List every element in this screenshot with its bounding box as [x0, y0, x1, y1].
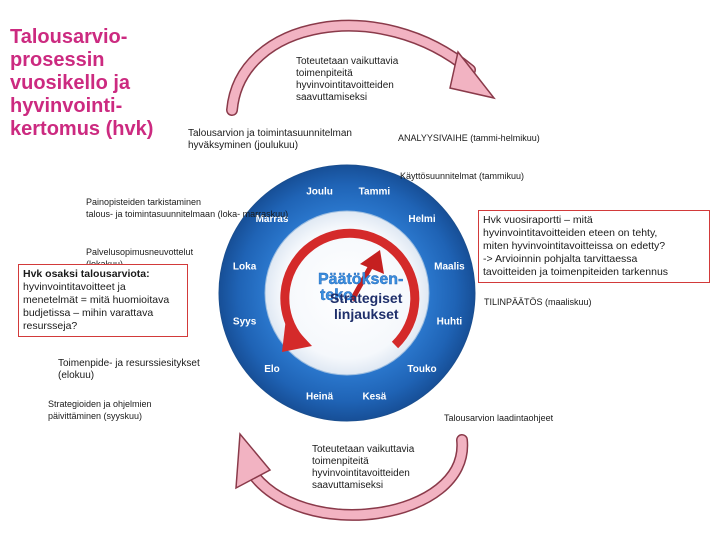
note-line: Strategioiden ja ohjelmien — [48, 398, 218, 410]
note-line: saavuttamiseksi — [296, 92, 446, 104]
note-line: Toteutetaan vaikuttavia — [312, 444, 462, 456]
center-strategy-line: Strategiset — [330, 290, 403, 306]
analysis-phase-note: ANALYYSIVAIHE (tammi-helmikuu) — [398, 132, 598, 144]
month-label: Tammi — [359, 187, 391, 198]
note-line: talous- ja toimintasuunnitelmaan (loka- … — [86, 208, 316, 220]
note-line: toimenpiteitä — [296, 68, 446, 80]
note-line: hyvinvointitavoitteiden — [296, 80, 446, 92]
month-label: Touko — [407, 364, 436, 375]
bottom-note: Toteutetaan vaikuttavia toimenpiteitä hy… — [312, 444, 462, 492]
note-line: Palvelusopimusneuvottelut — [86, 246, 236, 258]
box-line: miten hyvinvointitavoitteissa on edetty? — [483, 240, 705, 253]
note-line: Talousarvion ja toimintasuunnitelman — [188, 128, 398, 140]
usage-plans-note: Käyttösuunnitelmat (tammikuu) — [400, 170, 560, 182]
note-line: toimenpiteitä — [312, 456, 462, 468]
box-heading: Hvk osaksi talousarviota: — [23, 268, 183, 281]
note-line: Toimenpide- ja resurssiesitykset — [58, 358, 248, 370]
box-line: hyvinvointitavoitteet ja — [23, 281, 183, 294]
center-decision-line: Päätöksen- — [318, 271, 403, 288]
note-line: hyväksyminen (joulukuu) — [188, 140, 398, 152]
note-line: hyvinvointitavoitteiden — [312, 468, 462, 480]
box-line: tavoitteiden ja toimenpiteiden tarkennus — [483, 266, 705, 279]
month-label: Kesä — [362, 391, 386, 402]
month-label: Loka — [233, 262, 257, 273]
box-line: resursseja? — [23, 320, 183, 333]
box-line: -> Arvioinnin pohjalta tarvittaessa — [483, 253, 705, 266]
note-line: Toteutetaan vaikuttavia — [296, 56, 446, 68]
box-line: hyvinvointitavoitteiden eteen on tehty, — [483, 227, 705, 240]
note-line: Painopisteiden tarkistaminen — [86, 196, 316, 208]
note-line: (elokuu) — [58, 370, 248, 382]
hvk-annual-report-box: Hvk vuosiraportti – mitä hyvinvointitavo… — [478, 210, 710, 283]
actions-resources-note: Toimenpide- ja resurssiesitykset (elokuu… — [58, 358, 248, 382]
note-line: päivittäminen (syyskuu) — [48, 410, 218, 422]
center-strategy-line: linjaukset — [334, 306, 399, 322]
strategy-update-note: Strategioiden ja ohjelmien päivittäminen… — [48, 398, 218, 422]
month-label: Syys — [233, 316, 257, 327]
month-label: Elo — [264, 364, 280, 375]
budget-guidelines-note: Talousarvion laadintaohjeet — [444, 412, 604, 424]
month-label: Huhti — [437, 316, 463, 327]
box-line: menetelmät = mitä huomioitava — [23, 294, 183, 307]
month-label: Heinä — [306, 391, 334, 402]
top-note: Toteutetaan vaikuttavia toimenpiteitä hy… — [296, 56, 446, 104]
budget-approval-note: Talousarvion ja toimintasuunnitelman hyv… — [188, 128, 398, 152]
box-line: Hvk vuosiraportti – mitä — [483, 214, 705, 227]
month-label: Maalis — [434, 262, 465, 273]
month-label: Helmi — [408, 214, 435, 225]
financial-statements-note: TILINPÄÄTÖS (maaliskuu) — [484, 296, 644, 308]
box-line: budjetissa – mihin varattava — [23, 307, 183, 320]
hvk-budget-box: Hvk osaksi talousarviota: hyvinvointitav… — [18, 264, 188, 337]
note-line: saavuttamiseksi — [312, 480, 462, 492]
priorities-note: Painopisteiden tarkistaminen talous- ja … — [86, 196, 316, 220]
